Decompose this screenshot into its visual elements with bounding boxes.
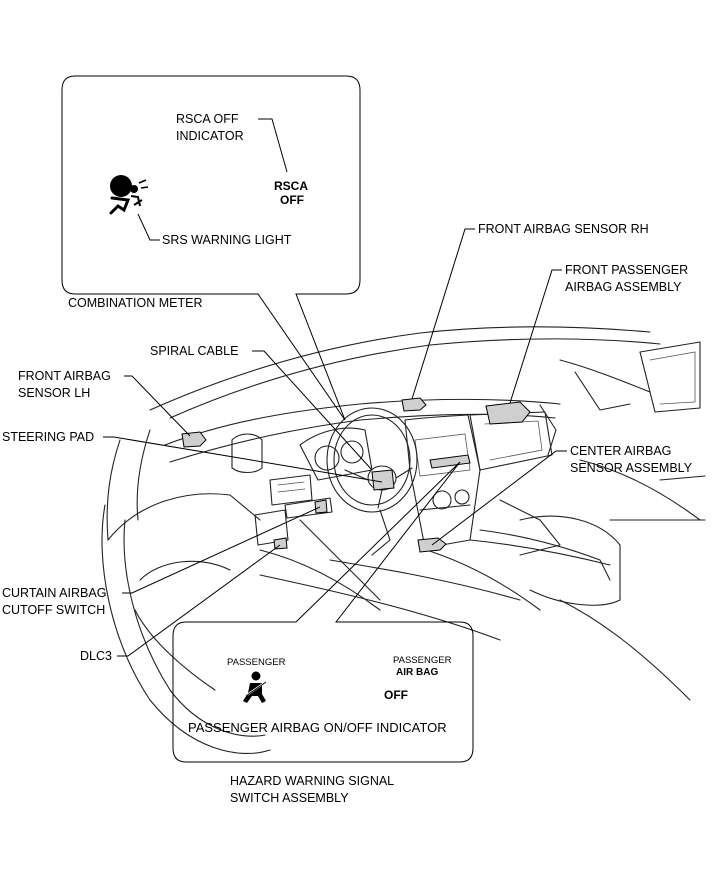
rsca-off-symbol-line1: RSCA (274, 179, 308, 193)
front-passenger-airbag-label-line1: FRONT PASSENGER (565, 263, 688, 277)
rsca-off-indicator-label-line1: RSCA OFF (176, 112, 239, 126)
curtain-airbag-cutoff-switch-label-line1: CURTAIN AIRBAG (2, 586, 106, 600)
curtain-airbag-cutoff-switch-leader (122, 506, 321, 594)
combination-meter-label: COMBINATION METER (68, 296, 203, 310)
srs-airbag-warning-icon (109, 175, 149, 215)
passenger-airbag-on-off-indicator-label: PASSENGER AIRBAG ON/OFF INDICATOR (188, 720, 447, 735)
center-airbag-sensor-leader (431, 450, 567, 546)
hazard-warning-switch-label-line2: SWITCH ASSEMBLY (230, 791, 349, 805)
steering-pad-part (371, 469, 395, 491)
passenger-seatbelt-icon (243, 671, 268, 703)
rsca-off-symbol-line2: OFF (280, 193, 304, 207)
front-passenger-airbag-part (485, 401, 531, 425)
front-passenger-airbag-leader (509, 269, 562, 404)
front-airbag-sensor-lh-leader (124, 375, 191, 437)
steering-pad-leader (103, 436, 383, 483)
front-airbag-sensor-lh-label-line2: SENSOR LH (18, 386, 90, 400)
passenger-symbol-label: PASSENGER (227, 657, 286, 668)
hazard-switch-part (429, 454, 471, 469)
hazard-warning-switch-label-line1: HAZARD WARNING SIGNAL (230, 774, 394, 788)
curtain-airbag-cutoff-switch-part (314, 499, 328, 514)
combination-meter-callout: RSCA OFF INDICATOR RSCA OFF SRS WARNING … (61, 75, 361, 421)
front-airbag-sensor-lh-label-line1: FRONT AIRBAG (18, 369, 111, 383)
passenger-airbag-symbol-line1: PASSENGER (393, 655, 452, 666)
front-airbag-sensor-rh-label: FRONT AIRBAG SENSOR RH (478, 222, 649, 236)
steering-pad-label: STEERING PAD (2, 430, 94, 444)
center-airbag-sensor-label-line2: SENSOR ASSEMBLY (570, 461, 693, 475)
passenger-airbag-symbol-line2: AIR BAG (396, 667, 438, 678)
dlc3-label: DLC3 (80, 649, 112, 663)
dlc3-leader (117, 544, 281, 657)
srs-warning-light-label: SRS WARNING LIGHT (162, 233, 292, 247)
curtain-airbag-cutoff-switch-label-line2: CUTOFF SWITCH (2, 603, 105, 617)
spiral-cable-leader (252, 350, 373, 471)
front-airbag-sensor-rh-leader (411, 228, 475, 400)
rsca-off-indicator-label-line2: INDICATOR (176, 129, 244, 143)
front-airbag-sensor-rh-part (401, 397, 427, 412)
center-airbag-sensor-label-line1: CENTER AIRBAG (570, 444, 671, 458)
vehicle-dashboard-drawing (101, 326, 706, 755)
passenger-airbag-indicator-callout: PASSENGER PASSENGER AIR BAG OFF PASSENGE… (172, 461, 474, 763)
off-symbol: OFF (384, 688, 408, 702)
spiral-cable-label: SPIRAL CABLE (150, 344, 238, 358)
dlc3-part (273, 537, 288, 550)
front-passenger-airbag-label-line2: AIRBAG ASSEMBLY (565, 280, 682, 294)
front-airbag-sensor-lh-part (181, 431, 207, 448)
